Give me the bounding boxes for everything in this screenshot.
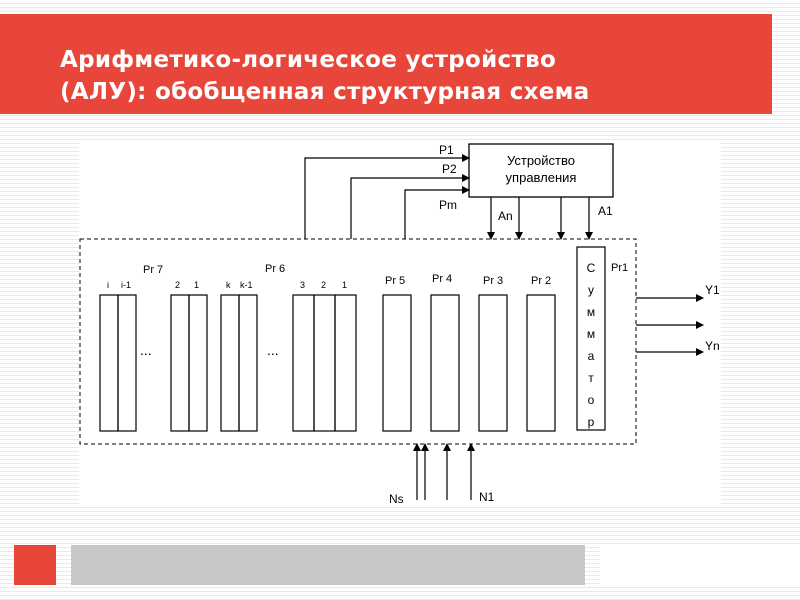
register-label-pr5: Pr 5 [385, 275, 405, 287]
adder-letter-8: р [588, 415, 595, 429]
adder-letter-5: а [588, 349, 595, 363]
register-label-pr6: Pr 6 [265, 263, 285, 275]
signal-line-p2 [350, 174, 470, 239]
signal-label-a1: A1 [598, 204, 613, 218]
signal-label-p1: P1 [439, 143, 454, 157]
footer-accent-block [14, 545, 56, 585]
bit-label-pr7-i: i [107, 280, 109, 290]
bit-label-pr6-1: 1 [342, 280, 347, 290]
register-pr6-cell-2 [313, 294, 336, 432]
slide-title: Арифметико-логическое устройство (АЛУ): … [60, 44, 760, 108]
register-pr7-cell-i [99, 294, 119, 432]
register-label-pr3: Pr 3 [483, 275, 503, 287]
control-unit-label-2: управления [506, 170, 577, 185]
alu-diagram: Устройство управления P1 P2 Pm An A1 Pr … [79, 142, 721, 506]
slide-title-line-1: Арифметико-логическое устройство [60, 47, 557, 73]
register-pr6-cell-k-1 [238, 294, 258, 432]
alu-boundary [79, 238, 637, 445]
signal-label-an: An [498, 209, 513, 223]
footer-right-block [600, 545, 800, 585]
adder-letter-4: м [587, 327, 595, 341]
register-label-pr4: Pr 4 [432, 273, 452, 285]
adder-letter-6: т [588, 371, 594, 385]
input-label-n1: N1 [479, 490, 495, 504]
bit-label-pr7-2: 2 [175, 280, 180, 290]
ellipsis-pr7: ... [140, 342, 152, 358]
register-pr6-cell-1 [334, 294, 357, 432]
signal-line-p1 [304, 154, 470, 239]
title-band [0, 14, 772, 114]
adder-letter-2: у [588, 283, 594, 297]
bit-label-pr7-i-1: i-1 [121, 280, 131, 290]
bit-label-pr6-k-1: k-1 [240, 280, 253, 290]
adder-letter-7: о [588, 393, 595, 407]
register-pr5 [382, 294, 412, 432]
register-label-pr7: Pr 7 [143, 264, 163, 276]
signal-line-pm [404, 186, 470, 239]
bit-label-pr7-1: 1 [194, 280, 199, 290]
register-pr2 [526, 294, 556, 432]
register-label-pr1: Pr1 [611, 262, 628, 274]
register-pr7-cell-1 [188, 294, 208, 432]
register-pr7-cell-2 [170, 294, 190, 432]
slide-title-line-2: (АЛУ): обобщенная структурная схема [60, 79, 590, 105]
output-label-y1: Y1 [705, 283, 720, 297]
adder-letter-1: С [587, 261, 596, 275]
register-pr6-cell-3 [292, 294, 315, 432]
adder-letter-3: м [587, 305, 595, 319]
control-unit-label-1: Устройство [507, 153, 575, 168]
register-pr6-cell-k [220, 294, 240, 432]
bit-label-pr6-k: k [226, 280, 231, 290]
register-pr7-cell-i-1 [117, 294, 137, 432]
footer-bar [71, 545, 585, 585]
bit-label-pr6-2: 2 [321, 280, 326, 290]
register-label-pr2: Pr 2 [531, 275, 551, 287]
alu-diagram-svg: Устройство управления P1 P2 Pm An A1 Pr … [79, 143, 720, 506]
input-label-ns: Ns [389, 492, 404, 506]
adder-box [576, 246, 606, 431]
control-unit-box [468, 143, 614, 198]
signal-label-pm: Pm [439, 198, 457, 212]
signal-label-p2: P2 [442, 162, 457, 176]
output-label-yn: Yn [705, 339, 720, 353]
register-pr4 [430, 294, 460, 432]
ellipsis-pr6: ... [267, 342, 279, 358]
register-pr3 [478, 294, 508, 432]
bit-label-pr6-3: 3 [300, 280, 305, 290]
